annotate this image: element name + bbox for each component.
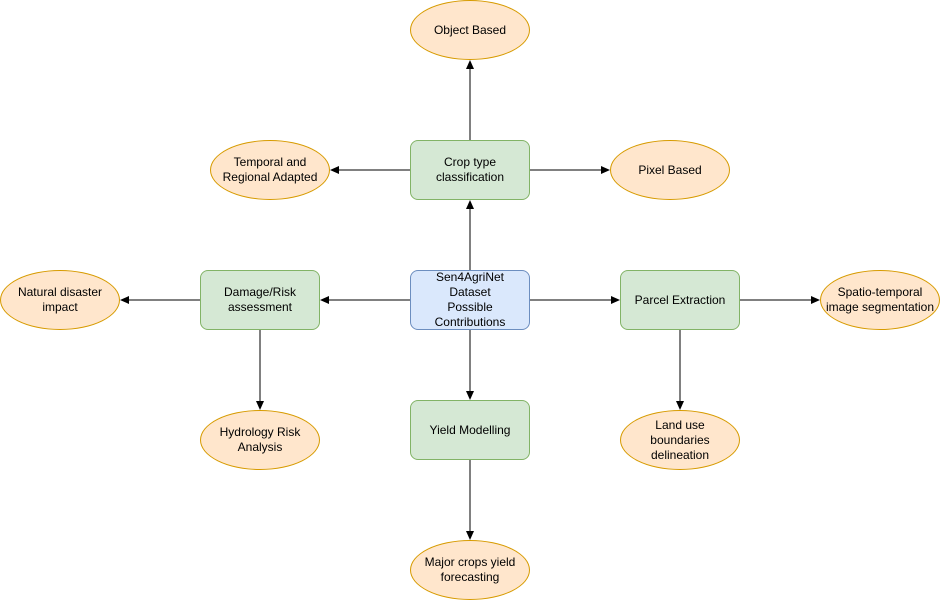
object-based-node: Object Based xyxy=(410,0,530,60)
natural-disaster-node: Natural disaster impact xyxy=(0,270,120,330)
land-use-node: Land use boundaries delineation xyxy=(620,410,740,470)
damage-risk-node: Damage/Risk assessment xyxy=(200,270,320,330)
parcel-extraction-node: Parcel Extraction xyxy=(620,270,740,330)
temporal-regional-node: Temporal and Regional Adapted xyxy=(210,140,330,200)
center-node: Sen4AgriNet Dataset Possible Contributio… xyxy=(410,270,530,330)
yield-modelling-node: Yield Modelling xyxy=(410,400,530,460)
hydrology-risk-node: Hydrology Risk Analysis xyxy=(200,410,320,470)
spatio-temporal-node: Spatio-temporal image segmentation xyxy=(820,270,940,330)
pixel-based-node: Pixel Based xyxy=(610,140,730,200)
crop-type-node: Crop type classification xyxy=(410,140,530,200)
major-crops-node: Major crops yield forecasting xyxy=(410,540,530,600)
